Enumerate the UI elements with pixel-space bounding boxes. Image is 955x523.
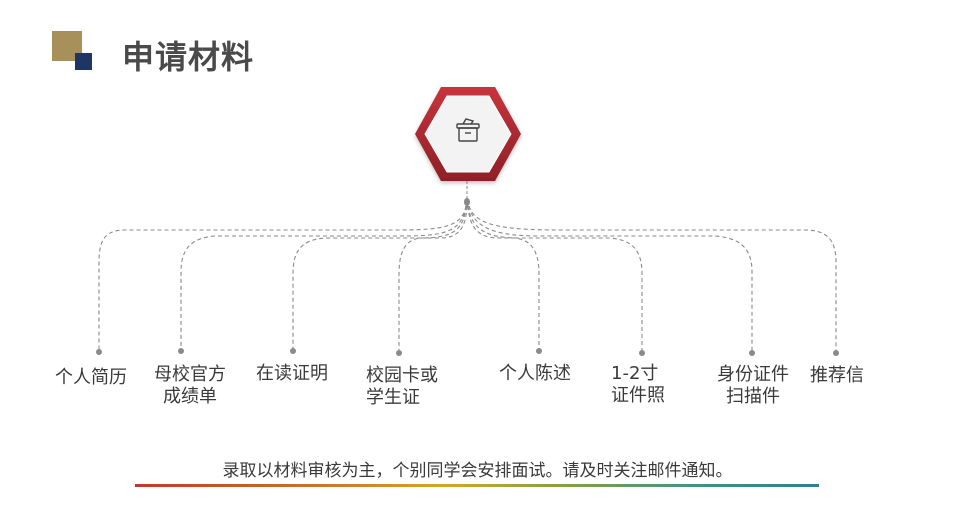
endpoint-dot bbox=[833, 350, 839, 356]
archive-box-icon bbox=[456, 118, 480, 142]
endpoint-dot bbox=[536, 348, 542, 354]
hub-node bbox=[464, 198, 470, 206]
item-personal-resume: 个人简历 bbox=[55, 367, 127, 388]
endpoint-dot bbox=[290, 348, 296, 354]
connector-6 bbox=[467, 205, 643, 353]
item-official-transcript: 母校官方 成绩单 bbox=[154, 364, 226, 407]
endpoint-dot bbox=[396, 350, 402, 356]
item-id-photo: 1-2寸 证件照 bbox=[611, 363, 665, 406]
connector-2 bbox=[180, 205, 467, 351]
item-recommendation-letter: 推荐信 bbox=[810, 365, 864, 386]
endpoint-dot bbox=[178, 348, 184, 354]
logo-square-navy bbox=[75, 53, 92, 70]
item-id-document-scan: 身份证件 扫描件 bbox=[717, 364, 789, 407]
endpoint-dot bbox=[749, 350, 755, 356]
page-title: 申请材料 bbox=[122, 38, 255, 76]
item-personal-statement: 个人陈述 bbox=[499, 363, 571, 384]
footer-gradient-line bbox=[135, 484, 819, 487]
connector-1 bbox=[98, 205, 467, 352]
connector-4 bbox=[398, 205, 468, 353]
item-student-id: 校园卡或 学生证 bbox=[366, 365, 438, 408]
connector-7 bbox=[468, 205, 753, 353]
endpoint-dot bbox=[96, 349, 102, 355]
hub-hexagon-inner bbox=[424, 95, 512, 173]
footer-note: 录取以材料审核为主，个别同学会安排面试。请及时关注邮件通知。 bbox=[222, 461, 733, 481]
item-enrollment-certificate: 在读证明 bbox=[256, 363, 328, 384]
connector-8 bbox=[468, 205, 837, 353]
endpoint-dot bbox=[639, 350, 645, 356]
